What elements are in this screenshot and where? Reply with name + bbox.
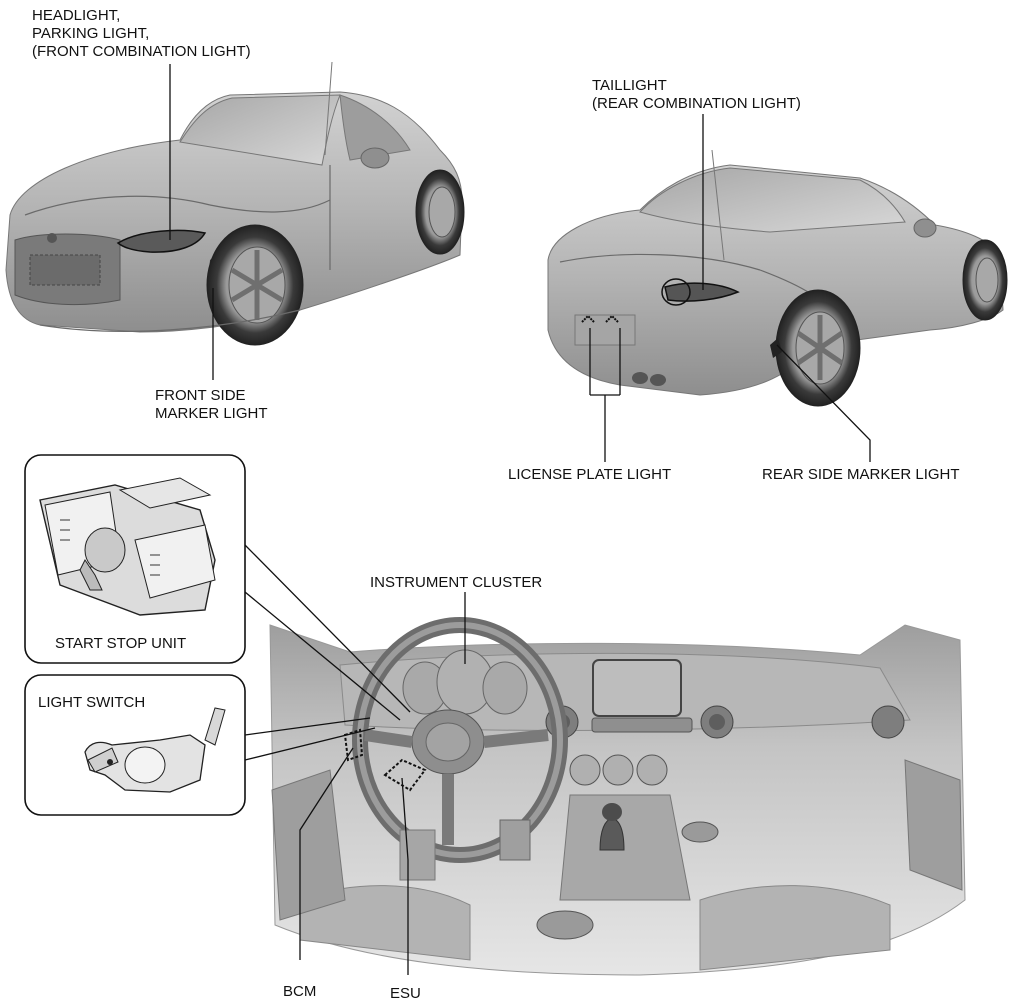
start-stop-unit-illustration (39, 477, 216, 616)
taillight-label: TAILLIGHT (REAR COMBINATION LIGHT) (592, 77, 801, 112)
cup-holder (536, 910, 594, 940)
front-side-marker-label: FRONT SIDE MARKER LIGHT (155, 387, 268, 422)
leader-lines (169, 64, 871, 975)
rear-car-far-wheel (962, 239, 1008, 321)
center-display (592, 659, 682, 717)
light-switch-label: LIGHT SWITCH (38, 694, 145, 711)
start-stop-unit-callout: START STOP UNIT (24, 454, 246, 664)
start-stop-unit-label: START STOP UNIT (55, 635, 186, 652)
license-plate-light-label: LICENSE PLATE LIGHT (508, 466, 671, 483)
light-switch-callout: LIGHT SWITCH (24, 674, 246, 816)
diagram-labels: HEADLIGHT, PARKING LIGHT, (FRONT COMBINA… (32, 7, 960, 1002)
light-switch-illustration (84, 707, 226, 793)
headlight-label: HEADLIGHT, PARKING LIGHT, (FRONT COMBINA… (32, 7, 251, 60)
rear-side-marker-lens (770, 338, 782, 358)
taillight-lens (664, 282, 740, 302)
rear-side-marker-light-label: REAR SIDE MARKER LIGHT (762, 466, 960, 483)
bcm-location-marker (343, 728, 364, 762)
front-view-car (5, 61, 465, 346)
rear-view-car (547, 149, 1008, 407)
instrument-cluster-gauges (402, 649, 528, 715)
rear-car-soft-top (639, 167, 906, 233)
front-car-front-wheel (206, 224, 304, 346)
center-console (559, 794, 691, 901)
side-vent-right (871, 705, 905, 739)
bcm-label: BCM (283, 983, 316, 1000)
instrument-cluster-label: INSTRUMENT CLUSTER (370, 574, 542, 591)
front-car-windshield (179, 94, 341, 166)
esu-label: ESU (390, 985, 421, 1002)
cabin-interior (269, 617, 966, 976)
callout-connectors (244, 544, 411, 761)
front-car-rear-wheel (415, 169, 465, 255)
rear-car-near-wheel (775, 289, 861, 407)
climate-knobs (569, 754, 668, 786)
headlight-lens (116, 229, 207, 253)
esu-location-marker (383, 758, 427, 792)
